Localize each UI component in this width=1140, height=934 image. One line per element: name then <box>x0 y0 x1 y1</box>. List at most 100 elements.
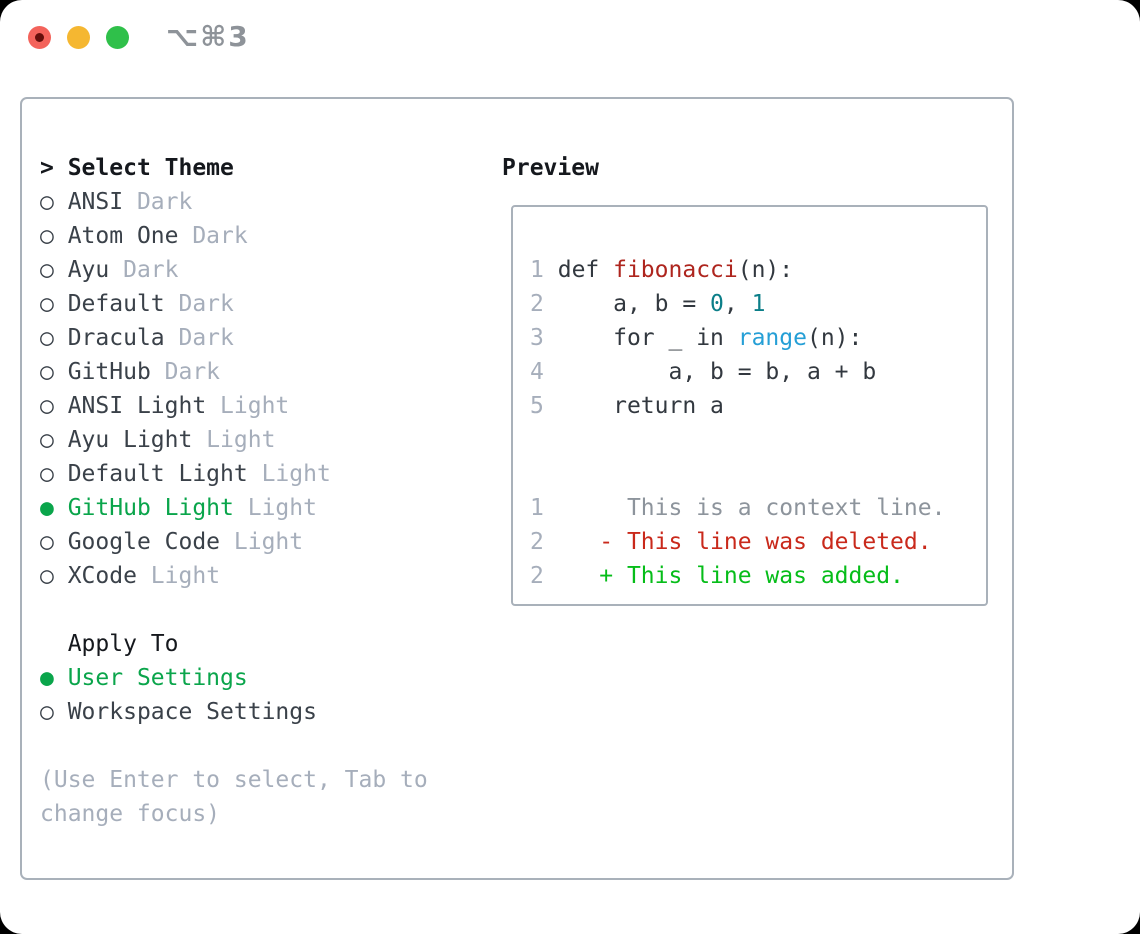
focus-caret-icon: > <box>40 155 68 181</box>
theme-name: GitHub Light <box>53 495 234 521</box>
code-line: 3 for _ in range(n): <box>530 321 945 355</box>
apply-option-label: Workspace Settings <box>53 699 317 725</box>
theme-name: Atom One <box>53 223 179 249</box>
code-token: range <box>737 325 807 351</box>
preview-header: Preview <box>502 155 599 181</box>
theme-variant: Light <box>233 495 317 521</box>
code-line: 1 def fibonacci(n): <box>530 253 945 287</box>
code-token: (n): <box>806 325 863 351</box>
theme-option[interactable]: ○ Atom One Dark <box>40 219 428 253</box>
theme-name: Default Light <box>53 461 248 487</box>
radio-icon: ○ <box>40 461 54 487</box>
code-line: 5 return a <box>530 389 945 423</box>
theme-option[interactable]: ○ XCode Light <box>40 559 428 593</box>
line-number: 2 <box>530 563 544 589</box>
main-panel: > Select Theme○ ANSI Dark○ Atom One Dark… <box>20 97 1014 880</box>
line-number: 5 <box>530 393 544 419</box>
line-number: 1 <box>530 257 544 283</box>
theme-option[interactable]: ○ ANSI Dark <box>40 185 428 219</box>
apply-to-header: Apply To <box>40 627 428 661</box>
theme-variant: Dark <box>109 257 179 283</box>
line-number: 3 <box>530 325 544 351</box>
apply-option-label: User Settings <box>53 665 248 691</box>
code-token: a, b = b, a + b <box>557 359 877 385</box>
line-number: 2 <box>530 291 544 317</box>
theme-name: GitHub <box>53 359 151 385</box>
code-line: 2 a, b = 0, 1 <box>530 287 945 321</box>
select-theme-title: Select Theme <box>67 155 234 181</box>
theme-name: Ayu <box>53 257 110 283</box>
close-dot-icon <box>35 33 44 42</box>
theme-name: ANSI Light <box>53 393 207 419</box>
code-token: return a <box>557 393 724 419</box>
theme-variant: Dark <box>164 291 234 317</box>
radio-icon: ○ <box>40 257 54 283</box>
radio-icon: ○ <box>40 223 54 249</box>
theme-variant: Dark <box>164 325 234 351</box>
apply-option[interactable]: ● User Settings <box>40 661 428 695</box>
theme-variant: Light <box>192 427 276 453</box>
radio-icon: ○ <box>40 427 54 453</box>
code-token: fibonacci <box>613 257 738 283</box>
line-number: 1 <box>530 495 544 521</box>
hint-text: change focus) <box>40 801 221 827</box>
theme-name: ANSI <box>53 189 124 215</box>
theme-name: Default <box>53 291 165 317</box>
code-token: def <box>557 257 614 283</box>
apply-option[interactable]: ○ Workspace Settings <box>40 695 428 729</box>
radio-icon: ○ <box>40 563 54 589</box>
theme-option[interactable]: ○ Ayu Dark <box>40 253 428 287</box>
radio-icon: ○ <box>40 189 54 215</box>
theme-option[interactable]: ○ Default Dark <box>40 287 428 321</box>
theme-option[interactable]: ○ ANSI Light Light <box>40 389 428 423</box>
theme-picker-list: > Select Theme○ ANSI Dark○ Atom One Dark… <box>40 151 428 831</box>
theme-name: Google Code <box>53 529 221 555</box>
line-number: 2 <box>530 529 544 555</box>
theme-variant: Dark <box>123 189 193 215</box>
code-token: a, b = <box>557 291 711 317</box>
line-number: 4 <box>530 359 544 385</box>
code-token: for _ in <box>557 325 738 351</box>
theme-variant: Light <box>206 393 290 419</box>
theme-variant: Dark <box>178 223 248 249</box>
zoom-button[interactable] <box>106 26 129 49</box>
hint-text: (Use Enter to select, Tab to <box>40 767 428 793</box>
theme-variant: Light <box>247 461 331 487</box>
theme-option[interactable]: ○ Default Light Light <box>40 457 428 491</box>
code-token: + This line was added. <box>557 563 904 589</box>
theme-option[interactable]: ○ Google Code Light <box>40 525 428 559</box>
theme-name: Ayu Light <box>53 427 193 453</box>
radio-selected-icon: ● <box>40 665 54 691</box>
radio-icon: ○ <box>40 393 54 419</box>
diff-deleted-line: 2 - This line was deleted. <box>530 525 945 559</box>
code-token: This is a context line. <box>557 495 946 521</box>
code-line: 4 a, b = b, a + b <box>530 355 945 389</box>
theme-variant: Light <box>136 563 221 589</box>
close-button[interactable] <box>28 26 51 49</box>
spacer-row <box>40 593 428 627</box>
code-token: 1 <box>751 291 766 317</box>
diff-context-line: 1 This is a context line. <box>530 491 945 525</box>
radio-icon: ○ <box>40 291 54 317</box>
theme-name: XCode <box>53 563 137 589</box>
theme-option[interactable]: ● GitHub Light Light <box>40 491 428 525</box>
spacer-row <box>530 423 945 457</box>
diff-added-line: 2 + This line was added. <box>530 559 945 593</box>
theme-option[interactable]: ○ Ayu Light Light <box>40 423 428 457</box>
hint-line: change focus) <box>40 797 428 831</box>
radio-icon: ○ <box>40 325 54 351</box>
theme-variant: Light <box>220 529 304 555</box>
radio-icon: ○ <box>40 529 54 555</box>
theme-option[interactable]: ○ GitHub Dark <box>40 355 428 389</box>
hint-line: (Use Enter to select, Tab to <box>40 763 428 797</box>
radio-selected-icon: ● <box>40 495 54 521</box>
code-token: (n): <box>737 257 794 283</box>
apply-to-title: Apply To <box>40 631 179 657</box>
minimize-button[interactable] <box>67 26 90 49</box>
spacer-row <box>40 729 428 763</box>
code-token: - This line was deleted. <box>557 529 932 555</box>
theme-option[interactable]: ○ Dracula Dark <box>40 321 428 355</box>
select-theme-header: > Select Theme <box>40 151 428 185</box>
